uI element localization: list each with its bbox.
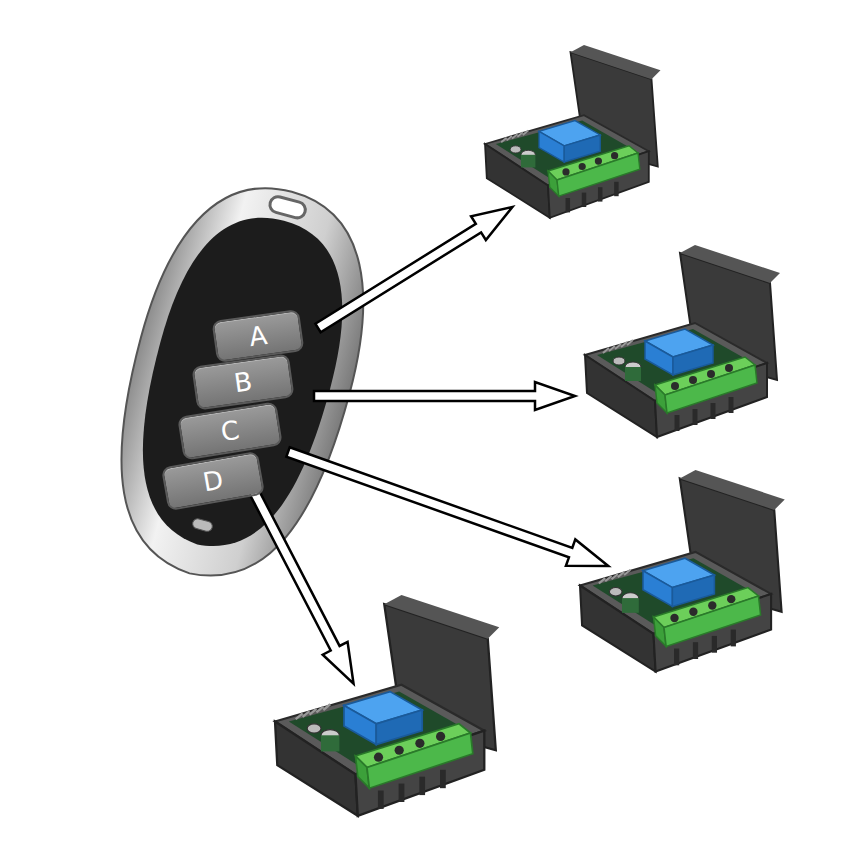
button-letter: D [201,466,225,495]
receiver-module [580,470,785,672]
signal-arrow [238,478,366,691]
button-letter: B [232,368,253,396]
signal-arrow [314,382,575,410]
receiver-module [585,245,780,437]
signal-arrow [311,195,520,340]
button-letter: C [219,417,241,446]
receiver-module [485,45,661,218]
button-letter: A [247,322,268,350]
remote-body [85,164,396,601]
signal-arrow [283,439,613,579]
receiver-module [275,595,499,816]
